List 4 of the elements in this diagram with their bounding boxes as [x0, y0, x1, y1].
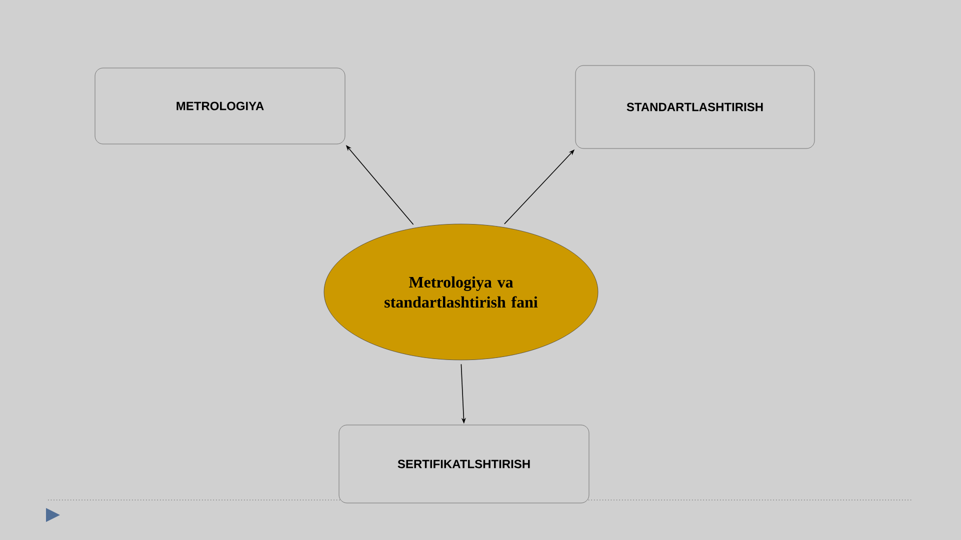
- ellipse-node: Metrologiya va standartlashtirish fani: [324, 224, 598, 360]
- process-box: METROLOGIYA: [94, 68, 346, 144]
- process-box: STANDARTLASHTIRISH: [575, 65, 815, 149]
- process-box: SERTIFIKATLSHTIRISH: [338, 424, 590, 504]
